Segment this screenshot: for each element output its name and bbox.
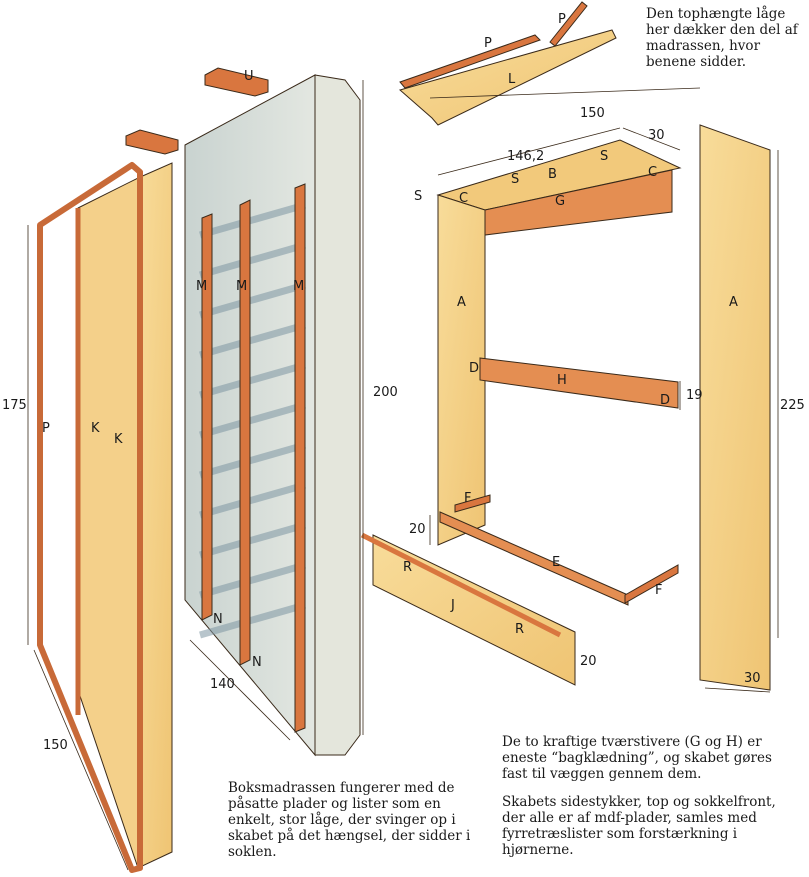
label-r2: R	[515, 622, 524, 637]
dim-200: 200	[373, 385, 398, 400]
mattress-side	[314, 74, 361, 756]
dim-20-right: 20	[580, 654, 597, 669]
box-mattress	[184, 74, 361, 757]
label-u: U	[244, 69, 254, 84]
strip-r	[360, 532, 562, 638]
panel-k-back	[137, 162, 173, 869]
label-s2: S	[511, 172, 519, 187]
note-bottom-right-text-1: De to kraftige tværstivere (G og H) er e…	[502, 734, 772, 782]
label-n1: N	[213, 612, 223, 627]
label-c1: C	[459, 191, 468, 206]
strip-f1	[454, 494, 491, 513]
label-p-top1: P	[484, 36, 492, 51]
note-bottom-left: Boksmadrassen fungerer med de påsatte pl…	[228, 780, 483, 860]
label-s3: S	[600, 149, 608, 164]
side-a-left	[437, 194, 486, 546]
note-top-right-text: Den tophængte låge her dækker den del af…	[646, 6, 798, 70]
label-k2: K	[114, 432, 123, 447]
note-bottom-right: De to kraftige tværstivere (G og H) er e…	[502, 734, 782, 858]
panel-l	[398, 29, 617, 126]
label-e: E	[552, 555, 560, 570]
label-f1: F	[464, 491, 471, 506]
dim-175: 175	[2, 398, 27, 413]
label-m2: M	[236, 279, 247, 294]
door-assembly	[37, 162, 173, 873]
dim-140: 140	[210, 677, 235, 692]
rail-e	[439, 511, 629, 606]
strip-f2	[624, 564, 679, 604]
label-g: G	[555, 194, 565, 209]
dim-150-left: 150	[43, 738, 68, 753]
dim-30-bottom: 30	[744, 671, 761, 686]
strip-p-top1	[399, 34, 541, 89]
strip-m3	[294, 183, 306, 733]
strip-small	[125, 129, 179, 155]
label-c2: C	[648, 165, 657, 180]
note-bottom-right-text-2: Skabets sidestykker, top og sokkelfront,…	[502, 794, 776, 858]
label-k1: K	[91, 421, 100, 436]
frame-p	[37, 162, 143, 873]
part-labels: P K K U M M M N N P P L S S S B C C G A …	[42, 12, 738, 670]
label-s1: S	[414, 189, 422, 204]
rail-h	[479, 357, 679, 409]
mattress-slats	[199, 201, 306, 639]
strip-p-top2	[549, 1, 588, 47]
label-m3: M	[293, 279, 304, 294]
label-p-top2: P	[558, 12, 566, 27]
label-h: H	[557, 373, 567, 388]
strip-m1	[201, 213, 213, 621]
label-f2: F	[655, 583, 662, 598]
note-bottom-left-text: Boksmadrassen fungerer med de påsatte pl…	[228, 780, 471, 860]
dim-146: 146,2	[507, 149, 544, 164]
label-j: J	[450, 598, 455, 613]
label-b: B	[548, 167, 557, 182]
label-d1: D	[469, 361, 479, 376]
label-m1: M	[196, 279, 207, 294]
note-top-right: Den tophængte låge her dækker den del af…	[646, 6, 806, 70]
label-n2: N	[252, 655, 262, 670]
dim-20-left: 20	[409, 522, 426, 537]
side-a-right	[699, 124, 771, 691]
dim-225: 225	[780, 398, 805, 413]
dimension-lines	[27, 80, 779, 871]
label-a-left: A	[457, 295, 466, 310]
label-d2: D	[660, 393, 670, 408]
label-r1: R	[403, 560, 412, 575]
dim-150-top: 150	[580, 106, 605, 121]
strip-u	[204, 67, 269, 97]
strip-m2	[239, 199, 251, 666]
dim-30-top: 30	[648, 128, 665, 143]
label-l: L	[508, 72, 516, 87]
dim-19: 19	[686, 388, 703, 403]
label-a-right: A	[729, 295, 738, 310]
label-p-door: P	[42, 421, 50, 436]
dimension-texts: 175 150 140 200 150 146,2 30 225 19 20 2…	[2, 106, 805, 753]
cabinet	[360, 124, 771, 691]
